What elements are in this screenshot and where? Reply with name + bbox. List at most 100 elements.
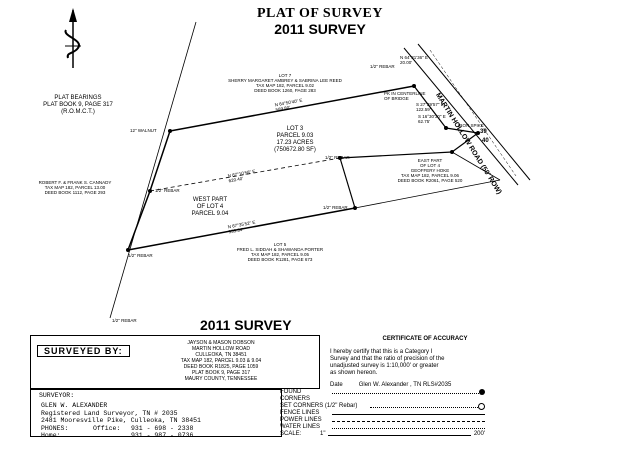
client-line: MARTIN HOLLOW ROAD <box>192 346 250 352</box>
surveyor-heading: SURVEYOR: <box>39 392 75 399</box>
bearing-right2: S 16°30'30" E 62.75' <box>418 114 446 124</box>
rebar-label: 1/2" REBAR <box>112 318 137 323</box>
east-part-line: TAX MAP 182, PARCEL 9.06 <box>400 173 460 178</box>
certificate-line: as shown hereon. <box>330 370 378 376</box>
legend-set-label: SET CORNERS (1/2" Rebar) <box>280 403 358 409</box>
lot3-line: PARCEL 9.03 <box>276 133 314 139</box>
legend-power: POWER LINES <box>280 417 485 424</box>
pk-bridge-label: PK IN CENTERLINE OF BRIDGE <box>384 91 426 101</box>
lot3-line: LOT 3 <box>286 126 304 132</box>
certificate-line: I hereby certify that this is a Category… <box>330 349 433 355</box>
legend-water: WATER LINES <box>280 424 485 431</box>
robert-line: ROBERT F. & FRANK S. CANNADY <box>38 180 112 185</box>
fence-line-icon <box>332 410 485 415</box>
client-line: CULLEOKA, TN 38451 <box>195 352 247 358</box>
rebar-label: 1/2" REBAR <box>155 188 180 193</box>
power-line-icon <box>332 417 485 422</box>
certificate-line: unadjusted survey is 1:10,000' or greate… <box>330 363 439 369</box>
robert-line: TAX MAP 182, PARCEL 13.00 <box>44 185 106 190</box>
legend-set: SET CORNERS (1/2" Rebar) <box>280 403 485 410</box>
phones-label: PHONES: <box>41 424 69 432</box>
lot7-line: DEED BOOK 1260, PAGE 283 <box>254 88 316 93</box>
plat-bearings: PLAT BEARINGS PLAT BOOK 9, PAGE 317 (R.O… <box>28 95 128 116</box>
lot7-line: TAX MAP 182, PARCEL 9.02 <box>255 83 315 88</box>
client-info: JAYSON & MASON DOBSON MARTIN HOLLOW ROAD… <box>131 340 311 382</box>
scale-right: 200' <box>473 431 485 437</box>
lot5-line: DEED BOOK R1281, PAGE 673 <box>247 257 313 262</box>
home-phone: 931 - 987 - 0736 <box>131 432 194 439</box>
scale-left: 1" <box>320 431 326 437</box>
bottom-title: 2011 SURVEY <box>200 317 292 333</box>
surveyor-name: GLEN W. ALEXANDER <box>41 402 108 409</box>
legend-found-label: FOUND CORNERS <box>280 389 311 402</box>
west-part-line: WEST PART <box>192 197 228 203</box>
east-part-line: GEOFFERY HOKE <box>410 168 450 173</box>
surveyor-address: 2481 Mooresville Pike, Culleoka, TN 3845… <box>41 417 201 424</box>
legend-scale: SCALE: 1" 200' <box>280 431 485 438</box>
bearing-line: S 16°30'30" E <box>418 114 446 119</box>
plat-bearings-line: PLAT BEARINGS <box>54 95 102 101</box>
marker-39: 39 <box>480 129 487 135</box>
pk-bridge-line: OF BRIDGE <box>384 96 409 101</box>
certificate-heading: CERTIFICATE OF ACCURACY <box>382 336 468 342</box>
bearing-line: N 64°31'36" E <box>400 55 429 60</box>
legend-scale-label: SCALE: <box>280 431 302 437</box>
north-arrow-icon <box>64 8 81 68</box>
plat-bearings-line: PLAT BOOK 9, PAGE 317 <box>43 102 113 108</box>
lot3-line: 17.23 ACRES <box>276 140 314 146</box>
surveyed-by-box: SURVEYED BY: JAYSON & MASON DOBSON MARTI… <box>30 335 320 389</box>
bearing-line: 122.59' <box>416 107 431 112</box>
east-part-line: DEED BOOK R2061, PAGE 520 <box>397 178 463 183</box>
legend-water-label: WATER LINES <box>280 424 321 430</box>
office-phone: 931 - 698 - 2338 <box>131 424 194 432</box>
legend-found: FOUND CORNERS <box>280 389 485 403</box>
surveyed-by-heading: SURVEYED BY: <box>37 345 130 357</box>
office-label: Office: <box>93 424 121 432</box>
plat-title: PLAT OF SURVEY <box>256 6 384 21</box>
lot7-label: LOT 7 SHERRY MARGARET AMBREY & SABRINA L… <box>210 73 360 93</box>
rebar-label: 1/2" REBAR <box>128 253 153 258</box>
robert-line: DEED BOOK 1112, PAGE 293 <box>44 190 106 195</box>
scale-bar <box>328 431 471 436</box>
east-part-line: EAST PART <box>417 158 443 163</box>
marker-40: 40 <box>482 138 489 144</box>
rebar-label: 1/2" REBAR <box>370 64 395 69</box>
certificate-date-label: Date <box>330 382 343 388</box>
bearing-right1: S 27°29'57" E 122.59' <box>416 102 444 112</box>
client-line: MAURY COUNTY, TENNESSEE <box>184 376 258 382</box>
lot7-line: SHERRY MARGARET AMBREY & SABRINA LEE REE… <box>228 78 342 83</box>
lot5-line: LOT 5 <box>273 242 287 247</box>
certificate-signature: Glen W. Alexander , TN RLS#2035 <box>358 382 452 388</box>
robert-label: ROBERT F. & FRANK S. CANNADY TAX MAP 182… <box>30 180 120 195</box>
walnut-label: 12" WALNUT <box>130 128 157 133</box>
client-line: DEED BOOK R1825, PAGE 1059 <box>183 364 259 370</box>
surveyor-box: SURVEYOR: GLEN W. ALEXANDER Registered L… <box>30 389 282 439</box>
legend: FOUND CORNERS SET CORNERS (1/2" Rebar) F… <box>280 389 485 438</box>
client-line: JAYSON & MASON DOBSON <box>187 340 255 346</box>
home-label: Home: <box>41 432 61 439</box>
bearing-line: 62.75' <box>418 119 431 124</box>
rebar-label: 1/2" REBAR <box>323 205 348 210</box>
certificate: CERTIFICATE OF ACCURACY I hereby certify… <box>330 336 520 389</box>
set-corner-icon <box>478 403 485 410</box>
bearing-n-corner: N 64°31'36" E 20.00' <box>400 55 428 65</box>
east-part-line: OF LOT 4 <box>420 163 440 168</box>
client-line: PLAT BOOK 9, PAGE 317 <box>191 370 251 376</box>
plat-subtitle: 2011 SURVEY <box>274 21 366 37</box>
surveyor-license: Registered Land Surveyor, TN # 2035 <box>41 409 178 417</box>
plat-bearings-line: (R.O.M.C.T.) <box>61 109 95 115</box>
legend-fence-label: FENCE LINES <box>280 410 320 416</box>
found-corner-icon <box>479 389 485 395</box>
west-part-line: OF LOT 4 <box>196 204 224 210</box>
water-line-icon <box>332 424 485 429</box>
bearing-line: 20.00' <box>400 60 413 65</box>
lot3-label: LOT 3 PARCEL 9.03 17.23 ACRES (750672.80… <box>260 126 330 154</box>
certificate-line: Survey and that the ratio of precision o… <box>330 356 445 362</box>
lot5-line: TAX MAP 182, PARCEL 9.05 <box>250 252 310 257</box>
lot3-line: (750672.80 SF) <box>274 147 316 153</box>
client-line: TAX MAP 182, PARCEL 9.03 & 9.04 <box>180 358 262 364</box>
rebar-label: 1/2" REBAR <box>325 155 350 160</box>
lot5-line: FRED L. SIDDAH & SHAWANDA PORTER <box>236 247 324 252</box>
legend-fence: FENCE LINES <box>280 410 485 417</box>
